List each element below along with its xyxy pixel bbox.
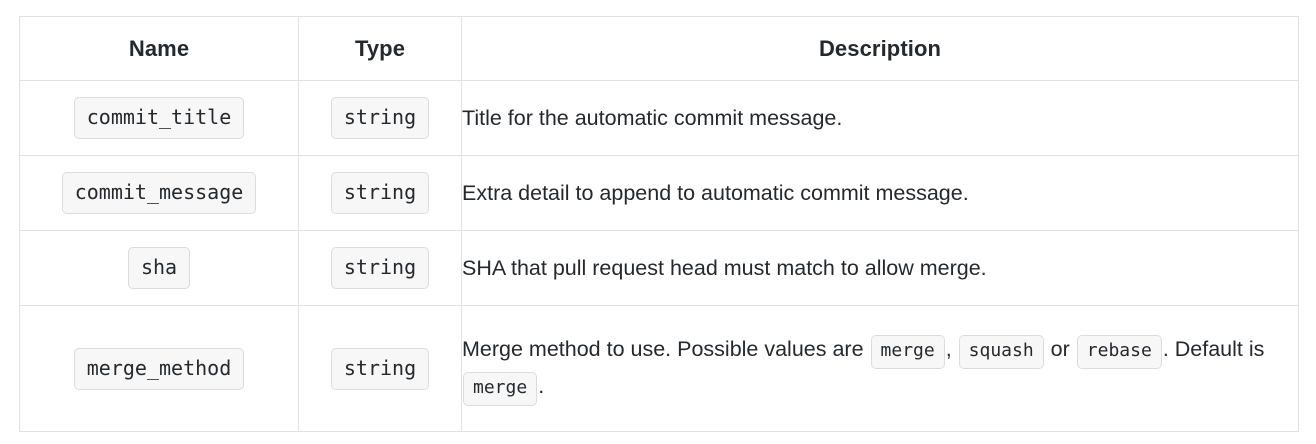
parameter-type-code: string xyxy=(330,97,430,139)
table-header: Name Type Description xyxy=(19,16,1299,81)
cell-parameter-name: commit_title xyxy=(19,80,299,156)
parameter-type-wrapper: string xyxy=(330,347,430,390)
table-row: merge_method string Merge method to use.… xyxy=(19,305,1299,432)
parameters-table: Name Type Description commit_title strin… xyxy=(19,16,1299,432)
cell-parameter-name: sha xyxy=(19,230,299,306)
table-row: commit_title string Title for the automa… xyxy=(19,80,1299,156)
parameter-name-wrapper: commit_title xyxy=(73,97,245,139)
table-body: commit_title string Title for the automa… xyxy=(19,80,1299,432)
parameter-type-wrapper: string xyxy=(330,97,430,139)
cell-parameter-type: string xyxy=(298,80,462,156)
table-header-row: Name Type Description xyxy=(19,16,1299,81)
cell-parameter-type: string xyxy=(298,155,462,231)
parameter-type-code: string xyxy=(330,347,430,390)
cell-parameter-name: merge_method xyxy=(19,305,299,432)
inline-code: squash xyxy=(958,334,1044,369)
parameter-name-code: sha xyxy=(127,247,191,289)
parameter-type-code: string xyxy=(330,172,430,214)
parameter-name-wrapper: commit_message xyxy=(61,172,257,214)
parameter-name-wrapper: sha xyxy=(127,247,191,289)
parameter-type-code: string xyxy=(330,247,430,289)
parameter-name-code: commit_title xyxy=(73,97,245,139)
inline-code: merge xyxy=(463,371,538,406)
parameter-name-wrapper: merge_method xyxy=(73,347,245,390)
parameter-name-code: merge_method xyxy=(73,347,245,390)
cell-parameter-type: string xyxy=(298,230,462,306)
cell-parameter-description: SHA that pull request head must match to… xyxy=(461,230,1299,306)
column-header-type: Type xyxy=(298,16,462,81)
table-row: commit_message string Extra detail to ap… xyxy=(19,155,1299,231)
cell-parameter-type: string xyxy=(298,305,462,432)
cell-parameter-description: Title for the automatic commit message. xyxy=(461,80,1299,156)
column-header-description: Description xyxy=(461,16,1299,81)
table-row: sha string SHA that pull request head mu… xyxy=(19,230,1299,306)
parameter-type-wrapper: string xyxy=(330,172,430,214)
cell-parameter-description: Extra detail to append to automatic comm… xyxy=(461,155,1299,231)
parameter-name-code: commit_message xyxy=(61,172,257,214)
parameter-type-wrapper: string xyxy=(330,247,430,289)
cell-parameter-description: Merge method to use. Possible values are… xyxy=(461,305,1299,432)
cell-parameter-name: commit_message xyxy=(19,155,299,231)
inline-code: rebase xyxy=(1076,334,1162,369)
inline-code: merge xyxy=(870,334,945,369)
column-header-name: Name xyxy=(19,16,299,81)
